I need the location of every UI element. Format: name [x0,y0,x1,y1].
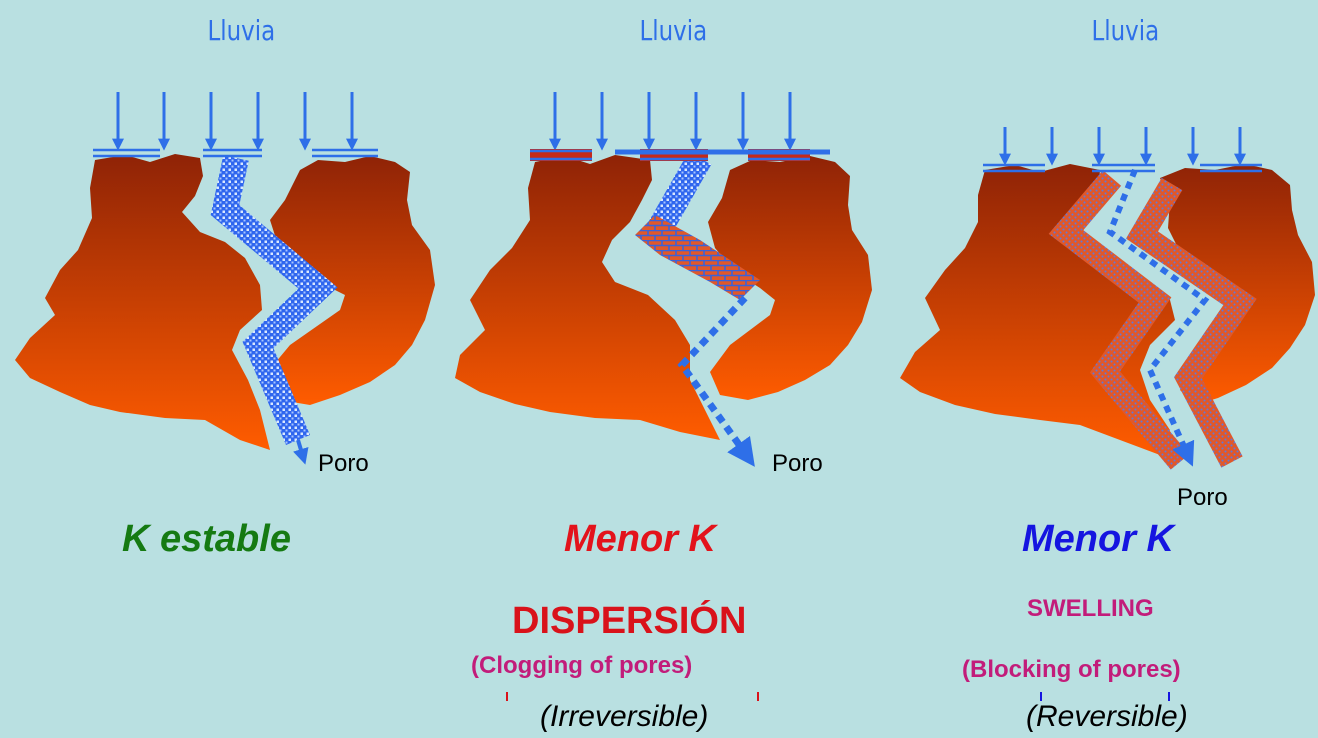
pore-label-1: Poro [318,450,369,478]
rain-label-2: Lluvia [639,14,707,47]
rain-label-3: Lluvia [1091,14,1159,47]
pore-label-3: Poro [1177,484,1228,512]
rain-arrows [1005,127,1240,162]
swelling-label: SWELLING [1027,595,1154,623]
pore-label-2: Poro [772,450,823,478]
rain-arrows [118,92,352,147]
dispersion-label: DISPERSIÓN [512,600,746,634]
clogged-pore-upper [660,158,700,228]
panel-swelling [900,127,1315,462]
rain-label-1: Lluvia [207,14,275,47]
k-stable-label: K estable [122,518,291,561]
panel-dispersion [455,92,872,460]
surface-crust [530,149,830,161]
k-lower-label-swelling: Menor K [1022,518,1174,561]
clogging-detail: (Clogging of pores) [471,652,692,680]
irreversible-note: (Irreversible) [540,700,708,734]
blocking-detail: (Blocking of pores) [962,656,1181,684]
k-lower-label-dispersion: Menor K [564,518,716,561]
rain-arrows [555,92,790,147]
reversible-note: (Reversible) [1026,700,1188,734]
panel-stable [15,92,435,460]
surface-water [93,150,378,156]
